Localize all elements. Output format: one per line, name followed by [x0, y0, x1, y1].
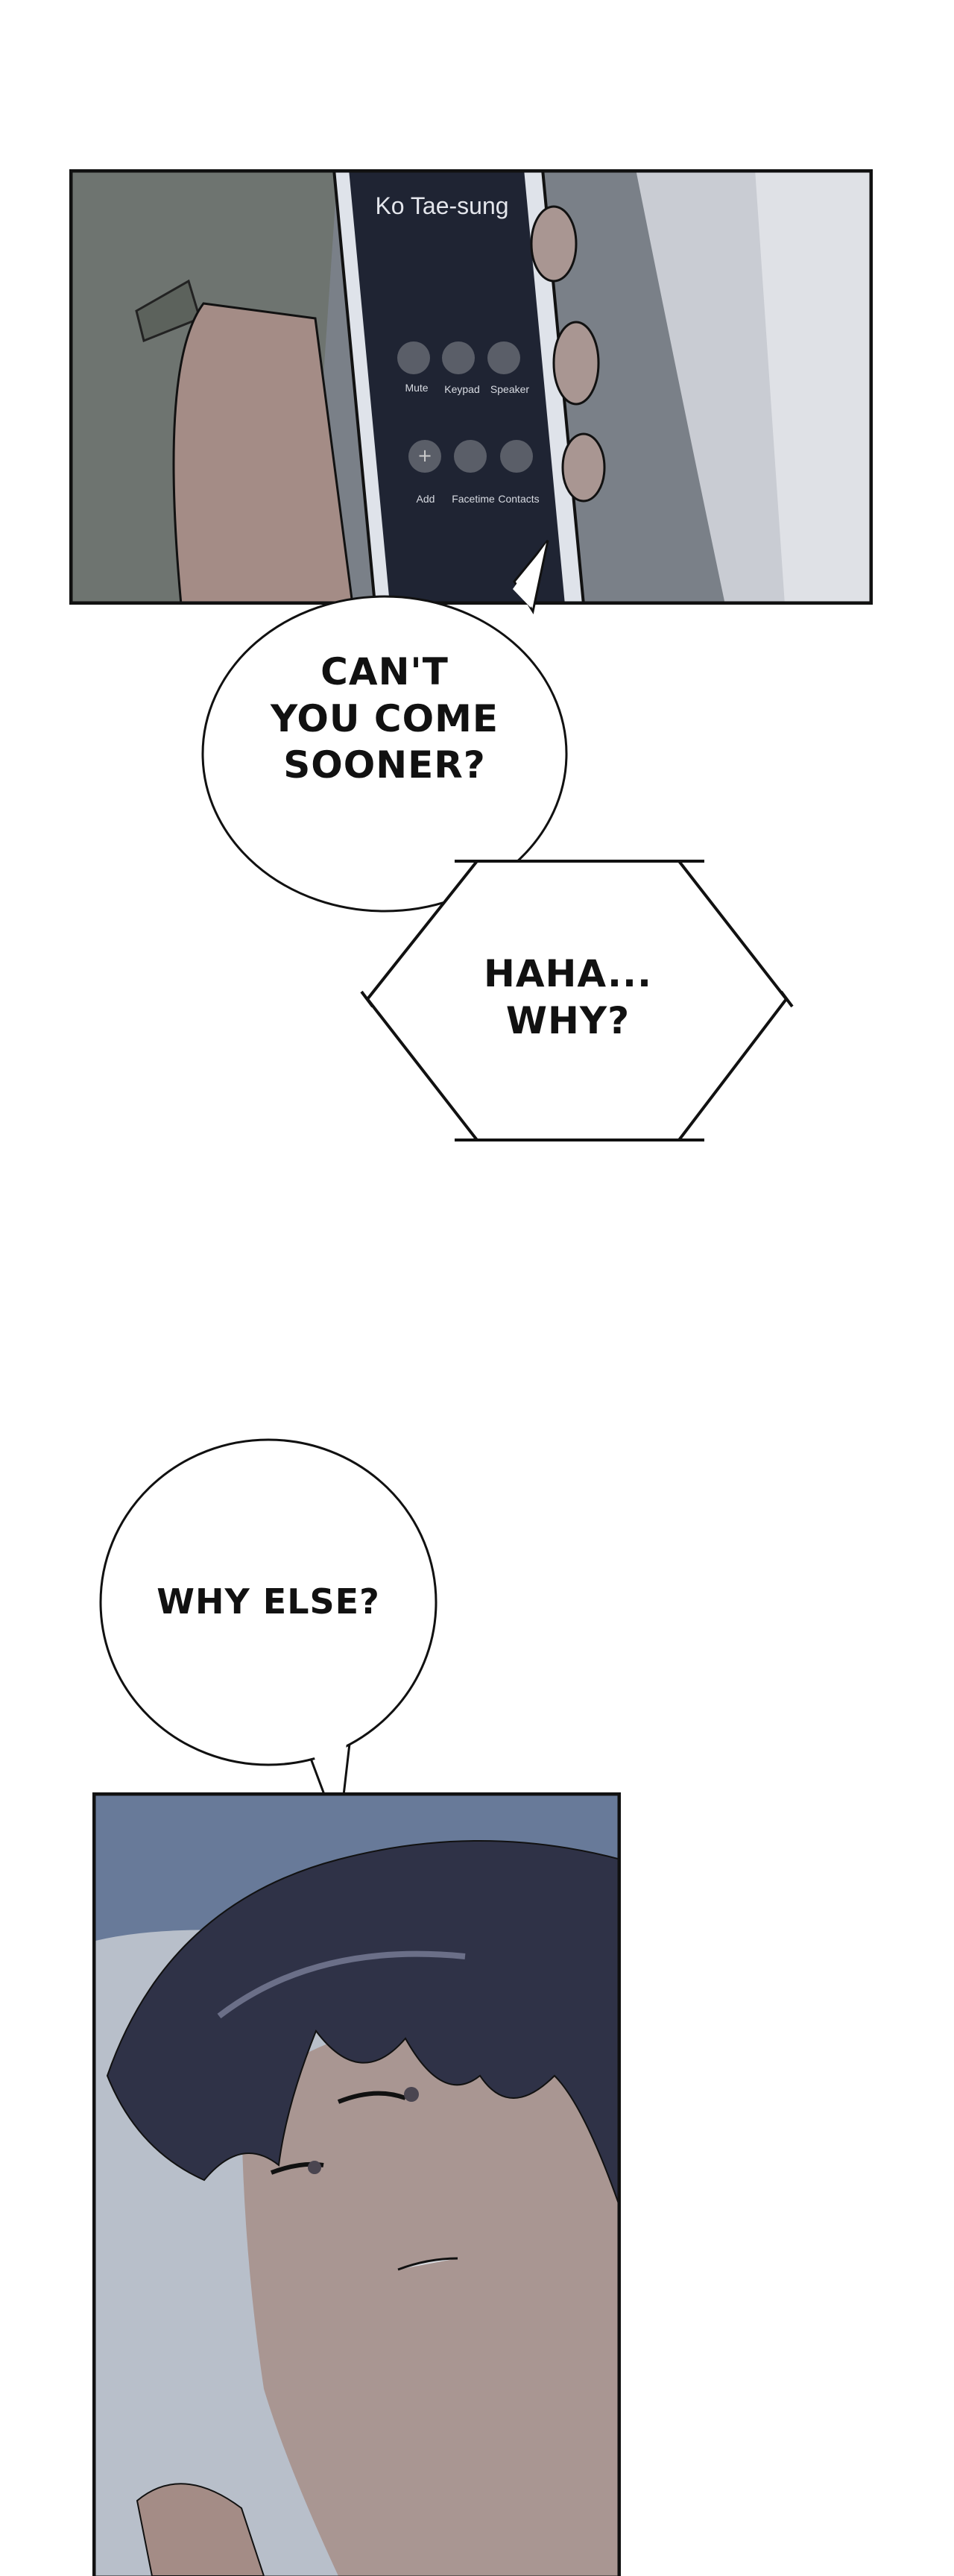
bubble-1-text: CAN'T YOU COME SOONER? — [236, 649, 534, 789]
bubble-1-line: SOONER? — [283, 743, 486, 787]
add-label: Add — [417, 493, 435, 505]
keypad-label: Keypad — [444, 383, 479, 395]
facetime-label: Facetime — [452, 493, 495, 505]
speaker-label: Speaker — [490, 383, 529, 395]
speech-bubble-1 — [201, 540, 794, 1141]
keypad-icon[interactable] — [442, 341, 475, 374]
bubble-1-line: YOU COME — [270, 696, 499, 740]
bubble-1-line: CAN'T — [320, 650, 449, 693]
bubble-3-text: WHY ELSE? — [157, 1581, 380, 1622]
speaker-icon[interactable] — [487, 341, 520, 374]
contacts-label: Contacts — [498, 493, 539, 505]
mute-icon[interactable] — [397, 341, 430, 374]
eye — [308, 2161, 321, 2174]
svg-text:+: + — [417, 445, 432, 466]
bubble-2-text: HAHA... WHY? — [456, 951, 680, 1044]
mute-label: Mute — [405, 382, 428, 394]
caller-name: Ko Tae-sung — [375, 192, 508, 219]
eye — [404, 2087, 419, 2102]
bubble-2-line: WHY? — [505, 998, 631, 1042]
contacts-icon[interactable] — [500, 440, 533, 473]
call-buttons: Mute Keypad Speaker + Add Facetime Conta… — [397, 341, 540, 505]
bubble-2-line: HAHA... — [484, 952, 652, 995]
add-icon[interactable] — [408, 440, 441, 473]
panel-man-in-bed — [92, 1792, 621, 2576]
panel-phone-call: Ko Tae-sung Mute Keypad Speaker + Add Fa… — [69, 169, 873, 605]
facetime-icon[interactable] — [454, 440, 487, 473]
